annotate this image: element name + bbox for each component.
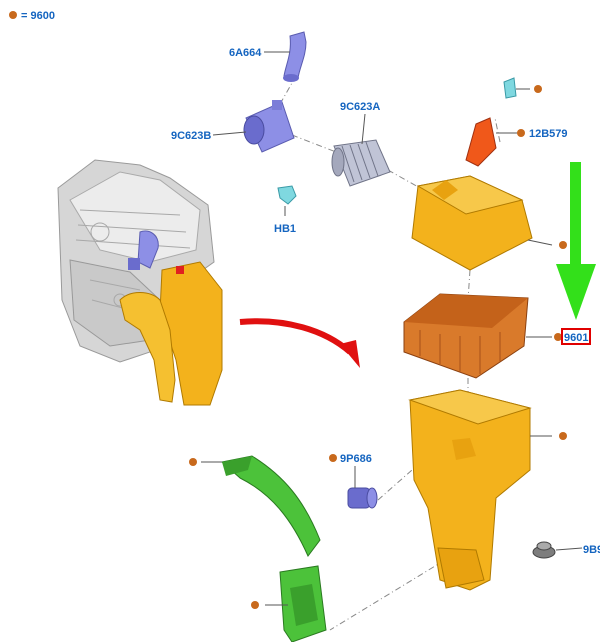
part-label-9c623b[interactable]: 9C623B [171, 130, 211, 142]
callout-dot-icon [554, 333, 562, 341]
callout-dot-icon [559, 241, 567, 249]
hose-clamp-bolt-icon [277, 185, 297, 205]
legend-dot-icon [9, 11, 17, 19]
air-box-lid-icon [411, 175, 533, 271]
part-label-9b9[interactable]: 9B9 [583, 544, 600, 556]
part-label-9601[interactable]: 9601 [564, 332, 588, 344]
callout-dot-icon [329, 454, 337, 462]
part-label-6a664[interactable]: 6A664 [229, 47, 262, 59]
green-highlight-arrow [556, 162, 596, 320]
rubber-grommet-icon [532, 541, 556, 559]
corrugated-air-hose-icon [331, 139, 391, 187]
air-filter-element-icon [403, 293, 529, 379]
air-inlet-duct-icon [220, 455, 327, 642]
engine-block-illustration [57, 159, 223, 406]
air-flow-sensor-housing-icon [243, 100, 295, 153]
callout-dot-icon [251, 601, 259, 609]
intake-air-temperature-sensor-icon [465, 77, 517, 167]
part-label-9p686[interactable]: 9P686 [340, 453, 372, 465]
callout-dot-icon [189, 458, 197, 466]
callout-dot-icon [534, 85, 542, 93]
part-label-12b579[interactable]: 12B579 [529, 128, 568, 140]
air-intake-elbow-icon [283, 31, 307, 82]
leader-lines [201, 51, 583, 606]
air-box-housing-icon [408, 389, 532, 591]
part-label-hb1[interactable]: HB1 [274, 223, 296, 235]
highlight-box [561, 328, 591, 345]
callout-dot-icon [517, 129, 525, 137]
callout-dots [189, 85, 567, 609]
legend-text: = 9600 [21, 10, 55, 22]
part-labels: 6A664 9C623B 9C623A 12B579 HB1 9601 9P68… [171, 47, 600, 556]
callout-dot-icon [559, 432, 567, 440]
legend: = 9600 [9, 10, 55, 22]
resonator-plug-icon [347, 487, 378, 509]
red-direction-arrow [239, 318, 360, 368]
part-label-9c623a[interactable]: 9C623A [340, 101, 380, 113]
